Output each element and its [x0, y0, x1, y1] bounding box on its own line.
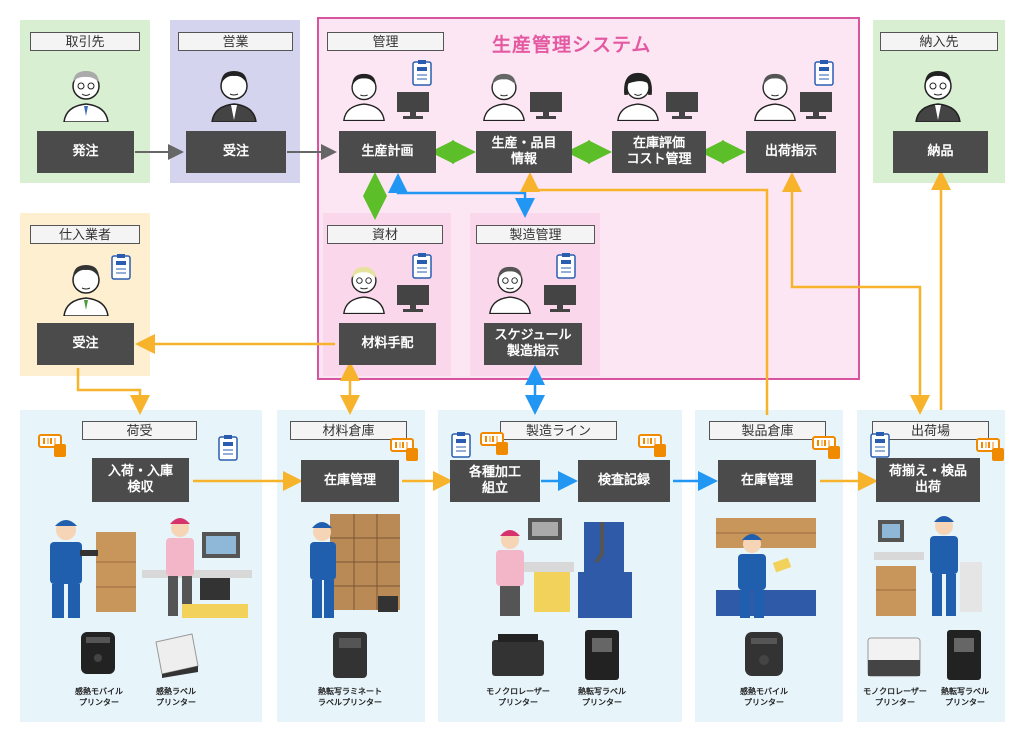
monitor-icon	[544, 285, 576, 312]
label-niuke: 荷受	[82, 421, 197, 440]
person-icon	[211, 71, 257, 122]
label-zairyo-soko: 材料倉庫	[290, 421, 407, 440]
box-seisan-hinmoku: 生産・品目 情報	[476, 131, 572, 173]
box-zaiko-kanri-2: 在庫管理	[718, 460, 816, 502]
assembly-worker-illustration	[496, 518, 574, 616]
material-warehouse-illustration	[310, 514, 400, 618]
label-torihikisaki: 取引先	[30, 32, 140, 51]
printer-caption: 感熱モバイル プリンター	[740, 687, 788, 707]
label-document-icon	[814, 60, 834, 86]
person-icon	[63, 265, 109, 316]
printer-caption: 感熱ラベル プリンター	[156, 687, 196, 707]
mobile-printer-icon	[81, 632, 115, 674]
printer-caption: モノクロレーザー プリンター	[486, 687, 550, 707]
printer-caption: 熱転写ラミネート ラベルプリンター	[318, 687, 382, 707]
monitor-icon	[530, 92, 562, 119]
person-icon	[343, 73, 385, 121]
label-document-icon	[451, 432, 471, 458]
label-shiire: 仕入業者	[30, 225, 140, 244]
box-nohin: 納品	[893, 131, 988, 173]
person-icon	[489, 266, 531, 314]
label-kanri: 管理	[327, 32, 444, 51]
printer-caption: 感熱モバイル プリンター	[75, 687, 123, 707]
barcode-scanner-icon	[390, 438, 418, 461]
label-nonyusaki: 納入先	[880, 32, 998, 51]
box-zairyo-tehai: 材料手配	[339, 323, 436, 365]
shipping-area-illustration	[874, 516, 982, 616]
printer-caption: モノクロレーザー プリンター	[863, 687, 927, 707]
barcode-scanner-icon	[480, 432, 508, 455]
barcode-scanner-icon	[976, 438, 1004, 461]
box-nyuka: 入荷・入庫 検収	[92, 458, 189, 502]
mobile-printer-icon	[745, 632, 783, 676]
person-icon	[915, 71, 961, 122]
label-seizo-line: 製造ライン	[500, 421, 617, 440]
laminate-label-printer-icon	[333, 632, 367, 678]
monitor-icon	[800, 92, 832, 119]
label-shukkaba: 出荷場	[872, 421, 989, 440]
label-document-icon	[556, 253, 576, 279]
label-document-icon	[218, 435, 238, 461]
box-kakou: 各種加工 組立	[450, 460, 540, 502]
barcode-scanner-icon	[38, 434, 66, 457]
label-document-icon	[412, 60, 432, 86]
label-seihin-soko: 製品倉庫	[709, 421, 826, 440]
person-icon	[754, 73, 796, 121]
inspection-station-illustration	[578, 522, 632, 618]
monitor-icon	[397, 285, 429, 312]
label-document-icon	[111, 254, 131, 280]
laser-printer-icon	[867, 637, 921, 677]
label-seizokanri: 製造管理	[476, 225, 595, 244]
box-schedule: スケジュール 製造指示	[484, 323, 582, 365]
box-kensa: 検査記録	[578, 460, 670, 502]
system-title: 生産管理システム	[492, 34, 652, 56]
receiving-desk-illustration	[142, 518, 252, 618]
box-juchu-sales: 受注	[186, 131, 286, 173]
box-nisoroe: 荷揃え・検品 出荷	[876, 458, 980, 502]
printer-caption: 熱転写ラベル プリンター	[941, 687, 989, 707]
label-document-icon	[412, 253, 432, 279]
label-eigyo: 営業	[178, 32, 293, 51]
product-warehouse-illustration	[716, 518, 816, 618]
label-shizai: 資材	[327, 225, 443, 244]
barcode-scanner-icon	[812, 436, 840, 459]
box-hatchu: 発注	[37, 131, 134, 173]
label-document-icon	[870, 432, 890, 458]
box-seisan-keikaku: 生産計画	[339, 131, 436, 173]
box-shukka-shiji: 出荷指示	[746, 131, 836, 173]
person-icon	[343, 266, 385, 314]
box-zaiko-hyoka: 在庫評価 コスト管理	[612, 131, 706, 173]
person-icon	[483, 73, 525, 121]
printer-caption: 熱転写ラベル プリンター	[578, 687, 626, 707]
person-icon	[63, 71, 109, 122]
monitor-icon	[666, 92, 698, 119]
person-icon	[617, 72, 659, 121]
thermal-transfer-printer-icon	[947, 630, 981, 680]
thermal-transfer-printer-icon	[585, 630, 619, 680]
barcode-scanner-icon	[638, 434, 666, 457]
laser-printer-icon	[492, 634, 544, 676]
box-zaiko-kanri-1: 在庫管理	[301, 460, 399, 502]
receiving-worker-illustration	[50, 520, 136, 618]
monitor-icon	[397, 92, 429, 119]
box-juchu-supplier: 受注	[37, 323, 134, 365]
label-printer-icon	[155, 633, 199, 678]
